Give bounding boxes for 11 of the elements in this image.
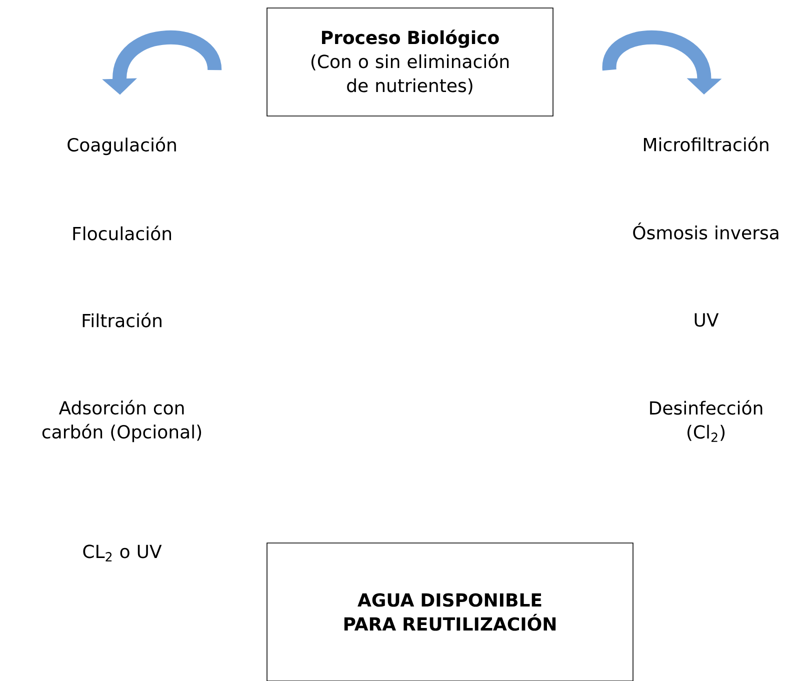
step-label: Coagulación	[68, 136, 176, 156]
step-label: Filtración	[82, 312, 162, 328]
step-label: Floculación	[73, 226, 171, 240]
step-label: Ósmosis inversa	[633, 222, 778, 240]
step-label: Microfiltración	[644, 136, 768, 152]
step-label: Desinfección (Cl$_{2}$)	[650, 400, 762, 442]
step-label: Adsorción con carbón (Opcional)	[42, 400, 202, 442]
process-box: AGUA DISPONIBLE PARA REUTILIZACIÓN	[266, 542, 634, 681]
step-label: CL$_{2}$ o UV	[83, 544, 162, 562]
process-box: Proceso Biológico (Con o sin eliminación de nutrientes)	[266, 8, 554, 116]
step-label: UV	[694, 313, 719, 327]
